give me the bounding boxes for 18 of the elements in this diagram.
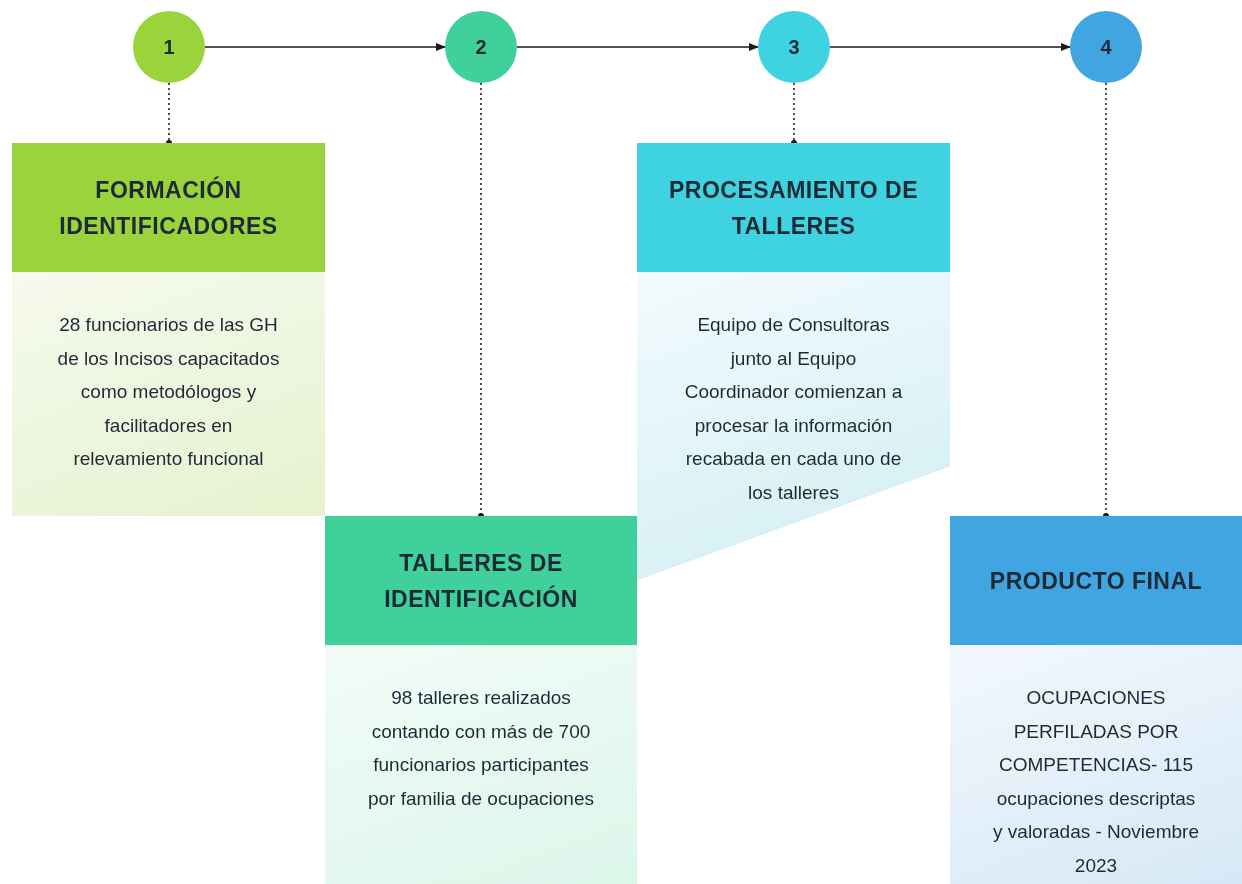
step-heading: PROCESAMIENTO DE TALLERES [637,143,950,272]
step-number-circle: 4 [1070,11,1142,83]
step-description: OCUPACIONES PERFILADAS POR COMPETENCIAS- 115 ocupaciones descriptas y valoradas - Noviembre 2023 [950,645,1242,884]
arrow [516,42,760,52]
step-number-circle: 1 [133,11,205,83]
step-description: 98 talleres realizados contando con más de 700 funcionarios participantes por familia de ocupaciones [325,645,637,884]
connector-line [166,82,172,146]
arrow [829,42,1072,52]
step-number-circle: 2 [445,11,517,83]
step-heading: PRODUCTO FINAL [950,516,1242,645]
step-heading: TALLERES DE IDENTIFICACIÓN [325,516,637,645]
connector-line [791,82,797,146]
step-description: 28 funcionarios de las GH de los Incisos capacitados como metodólogos y facilitadores en relevamiento funcional [12,272,325,516]
step-heading: FORMACIÓN IDENTIFICADORES [12,143,325,272]
arrow [204,42,447,52]
connector-line [478,82,484,519]
step-number-circle: 3 [758,11,830,83]
connector-line [1103,82,1109,519]
